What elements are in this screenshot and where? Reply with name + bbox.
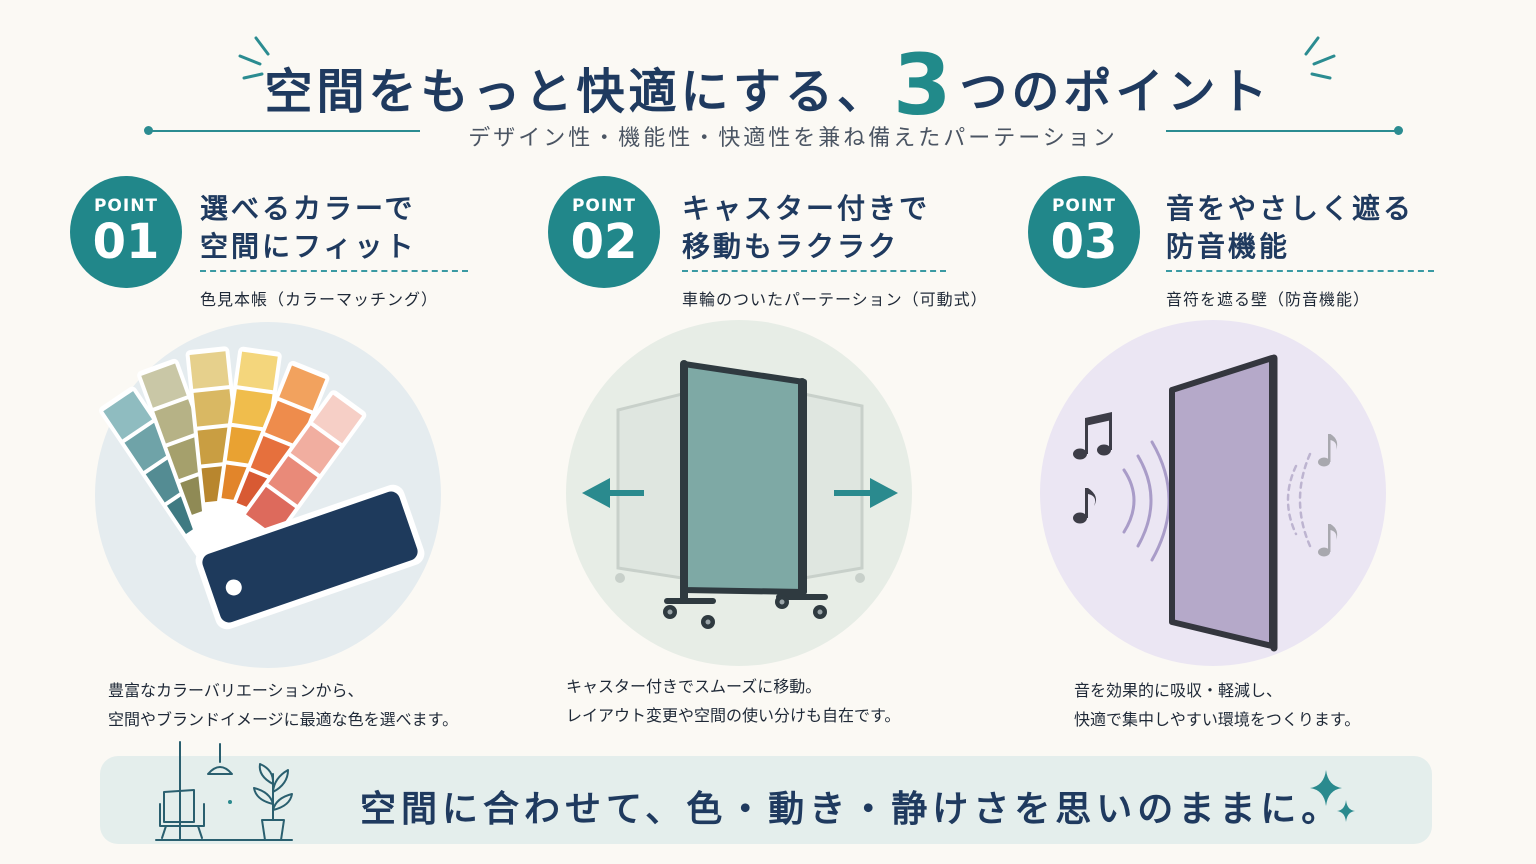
point-title-line2: 防音機能 bbox=[1166, 230, 1291, 263]
point-description-line1: 音を効果的に吸収・軽減し、 bbox=[1074, 681, 1283, 700]
illustration-circle-02 bbox=[566, 320, 912, 666]
sparkle-lines-right-icon bbox=[1304, 36, 1336, 80]
subtitle-line-right bbox=[1166, 130, 1398, 132]
point-description-line1: キャスター付きでスムーズに移動。 bbox=[566, 677, 822, 696]
point-description-line2: 快適で集中しやすい環境をつくります。 bbox=[1074, 710, 1361, 729]
point-badge-02: POINT 02 bbox=[548, 176, 660, 288]
color-swatch-fan-icon bbox=[99, 346, 425, 630]
title-text-after: つのポイント bbox=[959, 64, 1272, 120]
point-badge-03: POINT 03 bbox=[1028, 176, 1140, 288]
point-badge-number: 01 bbox=[92, 214, 160, 270]
point-title-line1: キャスター付きで bbox=[682, 192, 931, 225]
point-description-line2: レイアウト変更や空間の使い分けも自在です。 bbox=[566, 706, 901, 725]
point-badge-label: POINT bbox=[93, 196, 159, 216]
soundproof-wall-icon bbox=[1073, 354, 1338, 652]
point-title-line2: 移動もラクラク bbox=[682, 230, 900, 263]
subtitle-line-dot-right bbox=[1394, 126, 1403, 135]
point-title-line1: 音をやさしく遮る bbox=[1166, 192, 1415, 225]
point-caption-03: 音符を遮る壁（防音機能） bbox=[1166, 290, 1371, 309]
point-description-line2: 空間やブランドイメージに最適な色を選べます。 bbox=[108, 710, 459, 729]
chair-lamp-plant-icon bbox=[155, 741, 293, 841]
caster-partition-icon bbox=[582, 360, 898, 629]
footer-banner bbox=[100, 756, 1432, 844]
sparkle-lines-left-icon bbox=[238, 36, 270, 80]
point-divider-02 bbox=[682, 270, 946, 272]
point-title-03: 音をやさしく遮る 防音機能 bbox=[1166, 190, 1414, 266]
footer-message: 空間に合わせて、色・動き・静けさを思いのままに。 bbox=[360, 789, 1343, 830]
illustration-circle-01 bbox=[95, 322, 441, 668]
point-caption-01: 色見本帳（カラーマッチング） bbox=[200, 290, 439, 309]
point-title-line1: 選べるカラーで bbox=[200, 192, 416, 225]
point-divider-01 bbox=[200, 270, 468, 272]
point-badge-01: POINT 01 bbox=[70, 176, 182, 288]
point-divider-03 bbox=[1166, 270, 1434, 272]
sparkle-icon bbox=[1310, 770, 1355, 822]
point-caption-02: 車輪のついたパーテーション（可動式） bbox=[682, 290, 988, 309]
point-title-02: キャスター付きで 移動もラクラク bbox=[682, 190, 930, 266]
title-number: 3 bbox=[893, 36, 956, 134]
point-description-03: 音を効果的に吸収・軽減し、 快適で集中しやすい環境をつくります。 bbox=[1074, 676, 1360, 734]
point-title-line2: 空間にフィット bbox=[200, 230, 417, 263]
point-title-01: 選べるカラーで 空間にフィット bbox=[200, 190, 416, 266]
point-description-line1: 豊富なカラーバリエーションから、 bbox=[108, 681, 364, 700]
illustration-circle-03 bbox=[1040, 320, 1386, 666]
point-description-01: 豊富なカラーバリエーションから、 空間やブランドイメージに最適な色を選べます。 bbox=[108, 676, 458, 734]
point-description-02: キャスター付きでスムーズに移動。 レイアウト変更や空間の使い分けも自在です。 bbox=[566, 672, 900, 730]
title-text-before: 空間をもっと快適にする、 bbox=[264, 64, 889, 120]
point-badge-label: POINT bbox=[1051, 196, 1117, 216]
point-badge-number: 03 bbox=[1050, 214, 1118, 270]
point-badge-label: POINT bbox=[571, 196, 637, 216]
page-title: 空間をもっと快適にする、3つのポイント bbox=[0, 36, 1536, 134]
page-subtitle: デザイン性・機能性・快適性を兼ね備えたパーテーション bbox=[468, 126, 1118, 151]
subtitle-line-left bbox=[148, 130, 420, 132]
point-badge-number: 02 bbox=[570, 214, 638, 270]
